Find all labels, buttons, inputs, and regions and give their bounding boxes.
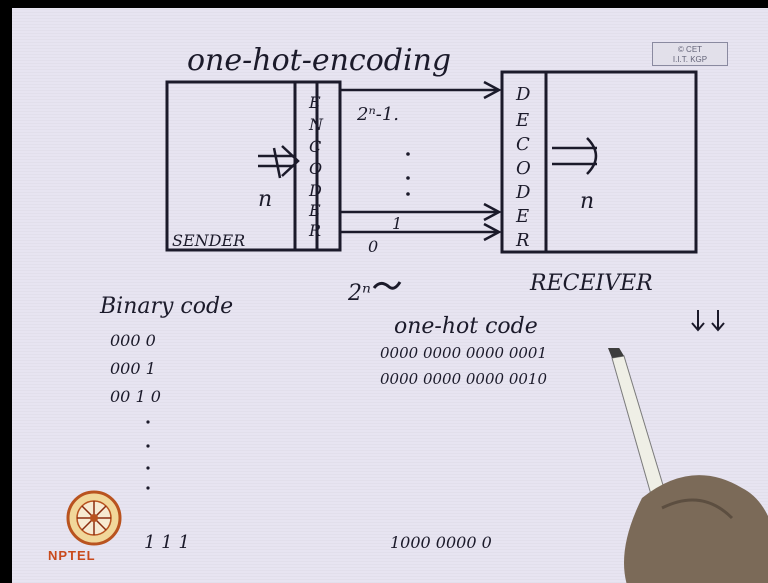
bit-arrows (692, 310, 724, 330)
lines-count-label: 2ⁿ (347, 281, 371, 306)
svg-text:C: C (309, 137, 321, 156)
bottom-line-label: 1 (392, 214, 402, 233)
ellipsis-dots (406, 152, 410, 196)
one-hot-row-2: 0000 0000 0000 0010 (380, 370, 547, 388)
receiver-box (546, 72, 696, 252)
nptel-logo-text: NPTEL (48, 548, 96, 563)
top-line-label: 2ⁿ-1. (356, 104, 399, 125)
nptel-logo-icon (64, 488, 124, 548)
input-arrow (258, 146, 298, 178)
svg-text:E: E (515, 110, 529, 131)
output-n: n (580, 189, 594, 214)
zero-label: 0 (368, 237, 378, 256)
one-hot-last-row: 1000 0000 0 (390, 533, 492, 552)
binary-row-3: 00 1 0 (110, 387, 161, 406)
svg-text:D: D (515, 84, 531, 105)
sender-label: SENDER (172, 231, 245, 250)
copyright-stamp: © CET I.I.T. KGP (652, 42, 728, 66)
scribble (374, 282, 400, 288)
output-arrow (552, 138, 597, 174)
receiver-label: RECEIVER (529, 271, 653, 296)
binary-row-2: 000 1 (110, 359, 156, 378)
binary-code-heading: Binary code (99, 294, 233, 319)
svg-text:O: O (309, 159, 322, 178)
one-hot-heading: one-hot code (394, 314, 538, 339)
encoder-label: ENC ODE R (308, 93, 324, 240)
binary-row-1: 000 0 (110, 331, 156, 350)
svg-text:R: R (515, 230, 530, 251)
svg-text:D: D (515, 182, 531, 203)
hand-with-pen-icon (572, 348, 768, 583)
svg-text:E: E (308, 201, 321, 220)
svg-text:E: E (308, 93, 321, 112)
svg-text:R: R (308, 221, 321, 240)
decoder-label: DEC ODE R (515, 84, 531, 251)
svg-text:C: C (516, 134, 530, 155)
binary-last-row: 1 1 1 (144, 532, 190, 553)
title-text: one-hot-encoding (187, 43, 451, 78)
svg-text:O: O (516, 158, 531, 179)
svg-text:N: N (308, 115, 324, 134)
one-hot-row-1: 0000 0000 0000 0001 (380, 344, 547, 362)
binary-ellipsis (146, 420, 149, 489)
svg-text:D: D (308, 181, 322, 200)
input-n: n (258, 187, 272, 212)
svg-text:E: E (515, 206, 529, 227)
